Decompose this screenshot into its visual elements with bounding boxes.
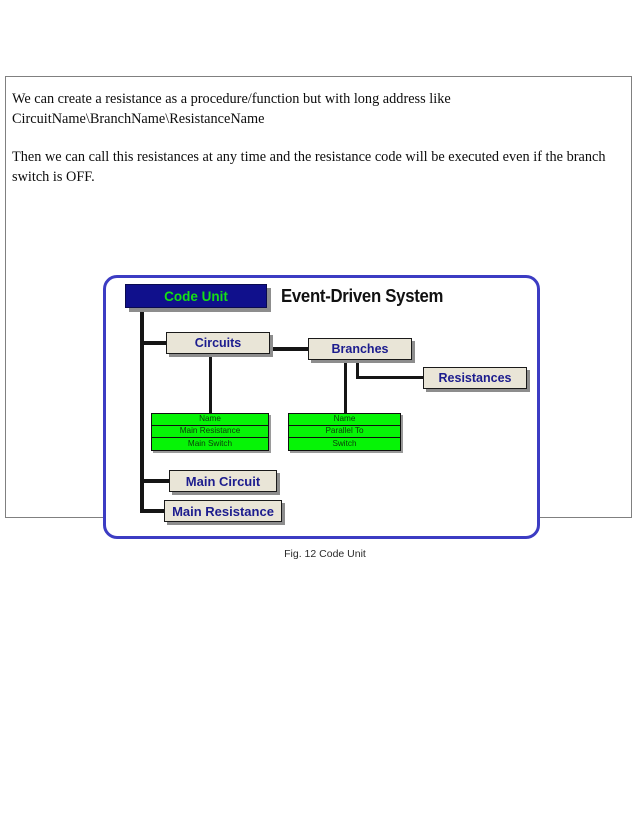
node-code-unit[interactable]: Code Unit: [125, 284, 267, 308]
paragraph-1: We can create a resistance as a procedur…: [12, 91, 451, 127]
attribute-row: Main Resistance: [152, 426, 268, 438]
node-main-resistance[interactable]: Main Resistance: [164, 500, 282, 522]
connector-circuits-to-attributes: [209, 353, 212, 414]
attribute-table-circuits: Name Main Resistance Main Switch: [151, 413, 269, 451]
connector-trunk-to-main-circuit: [140, 479, 172, 483]
node-resistances[interactable]: Resistances: [423, 367, 527, 389]
connector-circuits-to-branches: [269, 347, 311, 351]
attribute-row: Switch: [289, 438, 400, 450]
connector-trunk-vertical: [140, 306, 144, 513]
diagram-frame-border: [103, 275, 540, 539]
paragraph-2: Then we can call this resistances at any…: [12, 149, 606, 185]
node-main-circuit[interactable]: Main Circuit: [169, 470, 277, 492]
node-branches[interactable]: Branches: [308, 338, 412, 360]
connector-trunk-to-circuits: [140, 341, 170, 345]
diagram-title: Event-Driven System: [281, 286, 444, 306]
connector-branches-to-resistances-vertical: [356, 359, 359, 379]
body-text-block: We can create a resistance as a procedur…: [12, 90, 623, 206]
attribute-table-branches: Name Parallel To Switch: [288, 413, 401, 451]
connector-branches-to-attributes: [344, 359, 347, 414]
document-content-frame: We can create a resistance as a procedur…: [5, 76, 632, 560]
attribute-row: Name: [152, 414, 268, 426]
connector-trunk-to-main-resistance: [140, 509, 167, 513]
connector-branches-to-resistances-horizontal: [356, 376, 426, 379]
code-unit-diagram: Event-Driven System Code Unit Circuits B…: [103, 275, 540, 539]
node-circuits[interactable]: Circuits: [166, 332, 270, 354]
figure-caption: Fig. 12 Code Unit: [284, 548, 366, 560]
attribute-row: Parallel To: [289, 426, 400, 438]
attribute-row: Main Switch: [152, 438, 268, 450]
attribute-row: Name: [289, 414, 400, 426]
